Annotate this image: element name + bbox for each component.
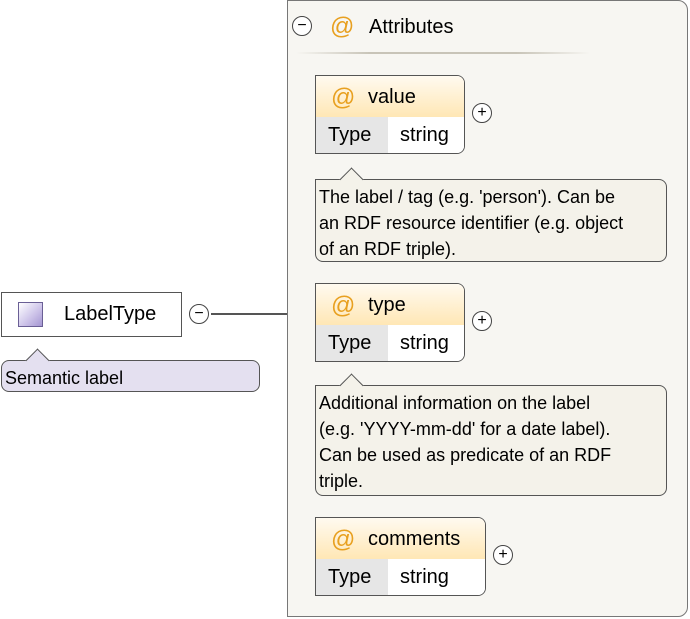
attributes-group-label: Attributes (369, 16, 454, 38)
type-value: string (388, 559, 485, 595)
attribute-type-row: Type string (316, 559, 485, 595)
attribute-card-type[interactable]: @ type Type string (315, 283, 465, 362)
collapse-icon[interactable]: − (292, 16, 312, 36)
root-annotation: Semantic label (1, 348, 260, 392)
annotation-line: triple. (319, 471, 364, 491)
group-separator (296, 52, 590, 54)
type-value: string (388, 117, 464, 153)
attribute-annotation: Additional information on the label (e.g… (315, 373, 667, 496)
attribute-name: type (368, 294, 406, 316)
type-value: string (388, 325, 464, 361)
attribute-name: value (368, 86, 416, 108)
type-key: Type (316, 117, 401, 153)
attribute-at-icon: @ (331, 526, 356, 553)
attribute-at-icon: @ (331, 292, 356, 319)
attribute-type-row: Type string (316, 117, 464, 153)
attribute-card-value[interactable]: @ value Type string (315, 75, 465, 154)
attribute-type-row: Type string (316, 325, 464, 361)
attribute-at-icon: @ (331, 84, 356, 111)
attribute-header: @ comments (316, 518, 485, 560)
attribute-annotation: The label / tag (e.g. 'person'). Can be … (315, 167, 667, 262)
annotation-line: (e.g. 'YYYY-mm-dd' for a date label). (319, 419, 611, 439)
root-annotation-text: Semantic label (5, 368, 124, 388)
attribute-name: comments (368, 528, 461, 550)
type-key: Type (316, 325, 401, 361)
attribute-header: @ value (316, 76, 464, 118)
annotation-line: an RDF resource identifier (e.g. object (319, 213, 624, 233)
annotation-line: The label / tag (e.g. 'person'). Can be (319, 187, 616, 207)
expand-icon[interactable]: + (472, 311, 492, 331)
expand-icon[interactable]: + (472, 103, 492, 123)
collapse-icon[interactable]: − (189, 304, 209, 324)
connector-line (211, 313, 288, 315)
expand-icon[interactable]: + (493, 545, 513, 565)
attribute-card-comments[interactable]: @ comments Type string (315, 517, 486, 596)
annotation-line: of an RDF triple). (319, 239, 457, 259)
complex-type-icon (18, 302, 43, 327)
attribute-header: @ type (316, 284, 464, 326)
attribute-at-icon: @ (330, 13, 355, 40)
annotation-line: Can be used as predicate of an RDF (319, 445, 612, 465)
root-element-label: LabelType (64, 303, 157, 325)
annotation-line: Additional information on the label (319, 393, 591, 413)
